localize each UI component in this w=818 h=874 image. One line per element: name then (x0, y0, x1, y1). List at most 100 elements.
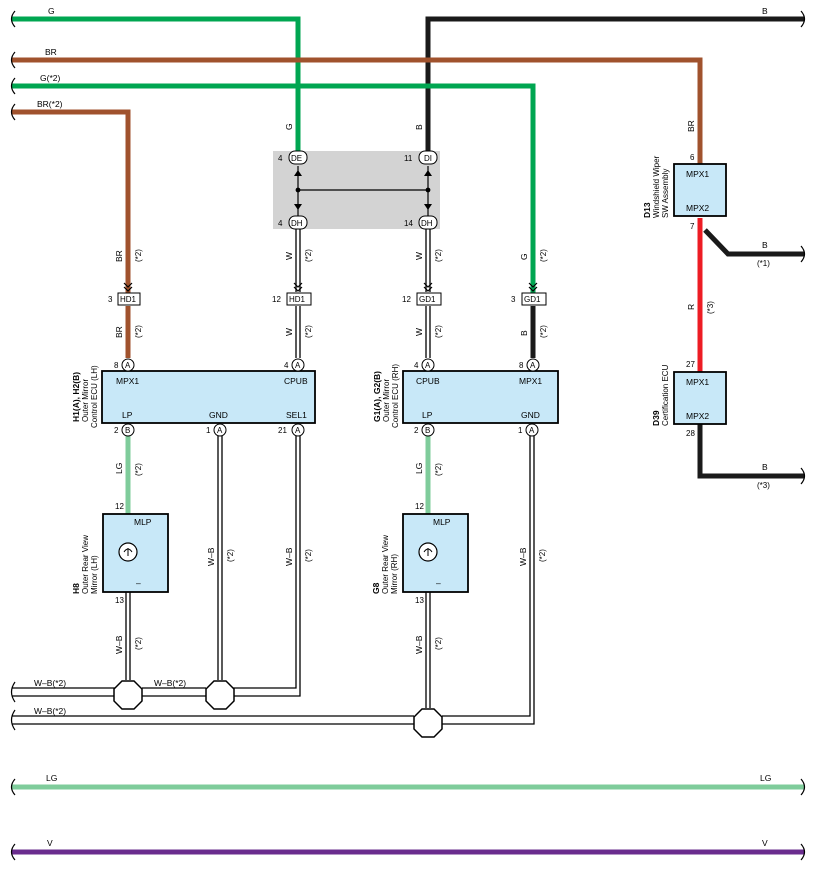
connector-gd1-right-label: GD1 (524, 295, 541, 304)
wl-lg-rh: LG (414, 463, 424, 474)
cert-pin-27: 27 (686, 360, 695, 369)
bus-label-br: BR (45, 47, 57, 57)
junction-dh-right: DH (421, 219, 433, 228)
mirror-rh (402, 513, 469, 593)
wl-n2-wb-gnd-rh: (*2) (538, 549, 547, 562)
ecu-lh-gnd: GND (209, 410, 228, 420)
mirror-rh-pin-12: 12 (415, 502, 424, 511)
mirror-lh-minus: – (136, 578, 141, 588)
junction-pin-4-bottom: 4 (278, 219, 283, 228)
wl-w-rh-b: W (414, 328, 424, 336)
wl-w-lh-a: W (284, 252, 294, 260)
ecu-lh-id: H1(A), H2(B) (71, 372, 81, 422)
mirror-rh-pin-13: 13 (415, 596, 424, 605)
wire-g-bus (12, 16, 301, 152)
connector-hd1-right-label: HD1 (289, 295, 306, 304)
wiper-desc1: Windshield Wiper (652, 155, 661, 218)
splice-2 (205, 680, 235, 710)
wire-wb-gnd-lh (217, 436, 223, 680)
wl-g-rh-a: G (519, 253, 529, 260)
ecu-lh-ca-1: A (217, 426, 223, 435)
cert-id: D39 (651, 410, 661, 426)
ecu-lh-pin-21: 21 (278, 426, 287, 435)
wire-wb-mirror-lh (125, 592, 131, 680)
wl-n2-w-rh-a: (*2) (434, 249, 443, 262)
bus-label-g: G (48, 6, 55, 16)
ecu-lh-cb-2: B (125, 426, 130, 435)
wiper-switch (673, 163, 727, 217)
mirror-lh-desc1: Outer Rear View (81, 535, 90, 594)
ecu-lh-sel1: SEL1 (286, 410, 307, 420)
wiper-pin-6: 6 (690, 153, 695, 162)
wl-n2-w-rh-b: (*2) (434, 325, 443, 338)
bus-label-v-right: V (762, 838, 768, 848)
wl-wb-gnd-rh: W–B (518, 547, 528, 566)
ecu-lh-desc1: Outer Mirror (81, 379, 90, 422)
wl-wb-mirror-lh: W–B (114, 635, 124, 654)
wire-w-rh (425, 229, 431, 358)
ecu-rh-gnd: GND (521, 410, 540, 420)
wl-w-lh-b: W (284, 328, 294, 336)
mirror-rh-mlp: MLP (433, 517, 451, 527)
bus-label-br2: BR(*2) (37, 99, 63, 109)
mirror-lh-id: H8 (71, 583, 81, 594)
wiper-desc2: SW Assembly (661, 169, 670, 218)
ecu-lh-pin-8: 8 (114, 361, 119, 370)
wl-r: R (686, 304, 696, 310)
connector-gd1-left (416, 282, 442, 306)
junction-dh-left: DH (291, 219, 303, 228)
ecu-rh-pin-1: 1 (518, 426, 523, 435)
wl-n2-lh-b: (*2) (134, 325, 143, 338)
mirror-rh-id: G8 (371, 582, 381, 594)
ecu-lh-ca-8: A (125, 361, 131, 370)
junction-di: DI (424, 154, 432, 163)
wire-b-bus (425, 16, 804, 152)
bus-label-wb2-mid: W–B(*2) (154, 678, 186, 688)
wl-g-top: G (284, 123, 294, 130)
ecu-lh-ca-21: A (295, 426, 301, 435)
mirror-lh-mlp: MLP (134, 517, 152, 527)
ecu-lh-pin-2: 2 (114, 426, 119, 435)
wl-n1: (*1) (757, 259, 770, 268)
bus-end-marks (10, 10, 806, 861)
wl-n2-lh-a: (*2) (134, 249, 143, 262)
bus-label-wb2-a: W–B(*2) (34, 678, 66, 688)
wl-b-cert: B (762, 462, 768, 472)
ecu-lh-pin-1: 1 (206, 426, 211, 435)
wl-b-rh-b: B (519, 330, 529, 336)
ecu-rh-pin-8: 8 (519, 361, 524, 370)
ecu-rh-ca-8: A (530, 361, 536, 370)
mirror-lh (102, 513, 169, 593)
ecu-rh-pin-2: 2 (414, 426, 419, 435)
bus-label-wb2-b: W–B(*2) (34, 706, 66, 716)
wire-b-cert (697, 424, 804, 479)
wl-wb-sel1: W–B (284, 547, 294, 566)
wire-w-lh (295, 229, 301, 358)
cert-mpx2: MPX2 (686, 411, 709, 421)
wl-n3-r: (*3) (706, 301, 715, 314)
wl-wb-gnd-lh: W–B (206, 547, 216, 566)
ecu-rh-mpx1: MPX1 (519, 376, 542, 386)
cert-pin-28: 28 (686, 429, 695, 438)
wl-n2-lg-rh: (*2) (434, 463, 443, 476)
wl-n2-lg-lh: (*2) (134, 463, 143, 476)
splice-1 (113, 680, 143, 710)
certification-ecu (673, 371, 727, 425)
mirror-lh-pin-12: 12 (115, 502, 124, 511)
ecu-lh-pin-4: 4 (284, 361, 289, 370)
wl-w-rh-a: W (414, 252, 424, 260)
wire-g2-bus (12, 83, 536, 293)
cert-mpx1: MPX1 (686, 377, 709, 387)
connector-gd1-left-pin: 12 (402, 295, 411, 304)
ecu-lh (101, 358, 316, 437)
bus-label-v-left: V (47, 838, 53, 848)
mirror-lh-desc2: Mirror (LH) (90, 555, 99, 594)
cert-desc1: Certification ECU (661, 364, 670, 426)
ecu-lh-mpx1: MPX1 (116, 376, 139, 386)
junction-pin-11: 11 (404, 154, 413, 163)
connector-hd1-left (117, 282, 141, 306)
ecu-lh-desc2: Control ECU (LH) (90, 365, 99, 428)
mirror-rh-desc1: Outer Rear View (381, 535, 390, 594)
bus-label-b: B (762, 6, 768, 16)
wire-b-wiper-stub (703, 228, 804, 257)
